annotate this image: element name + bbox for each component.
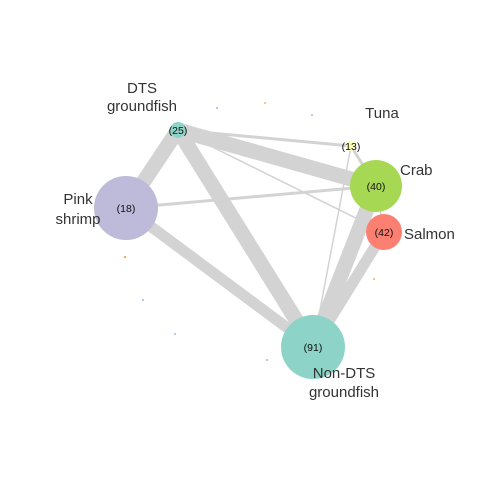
node-label-pink: Pink — [63, 191, 93, 208]
node-salmon — [366, 214, 402, 250]
stray-dot — [266, 359, 268, 361]
edge-dts-salmon — [177, 129, 385, 233]
stray-dot — [264, 102, 266, 104]
node-count-pink: (18) — [117, 203, 136, 215]
edge-dts-crab — [175, 122, 379, 194]
stray-dot — [123, 255, 127, 259]
edge-dts-tuna — [177, 128, 352, 148]
node-nondts — [281, 315, 345, 379]
edge-pink-crab — [125, 184, 377, 210]
node-label-tuna: Tuna — [365, 105, 399, 122]
node-label-nondts: Non-DTS — [313, 365, 376, 382]
edge-pink-nondts — [122, 203, 317, 352]
nodes-layer: (25) (13) (40) (18) (42) (91) — [94, 122, 402, 379]
edges-layer — [119, 122, 389, 352]
node-dts — [170, 122, 186, 138]
stray-dot — [174, 333, 176, 335]
node-label-nondts: groundfish — [309, 384, 379, 401]
node-label-pink: shrimp — [55, 211, 100, 228]
stray-dot — [142, 299, 144, 301]
node-count-nondts: (91) — [304, 342, 323, 354]
node-label-dts: groundfish — [107, 98, 177, 115]
node-label-salmon: Salmon — [404, 226, 455, 243]
node-pink — [94, 176, 158, 240]
stray-dots-layer — [123, 102, 375, 361]
node-label-crab: Crab — [400, 162, 433, 179]
edge-dts-nondts — [171, 126, 320, 351]
stray-dot — [373, 278, 375, 280]
node-label-dts: DTS — [127, 80, 157, 97]
node-crab — [350, 160, 402, 212]
node-tuna — [346, 141, 356, 151]
node-count-tuna: (13) — [342, 141, 361, 153]
stray-dot — [311, 114, 313, 116]
node-count-salmon: (42) — [375, 227, 394, 239]
node-count-dts: (25) — [169, 125, 188, 137]
edge-tuna-nondts — [312, 145, 352, 348]
node-count-crab: (40) — [367, 181, 386, 193]
stray-dot — [216, 107, 218, 109]
